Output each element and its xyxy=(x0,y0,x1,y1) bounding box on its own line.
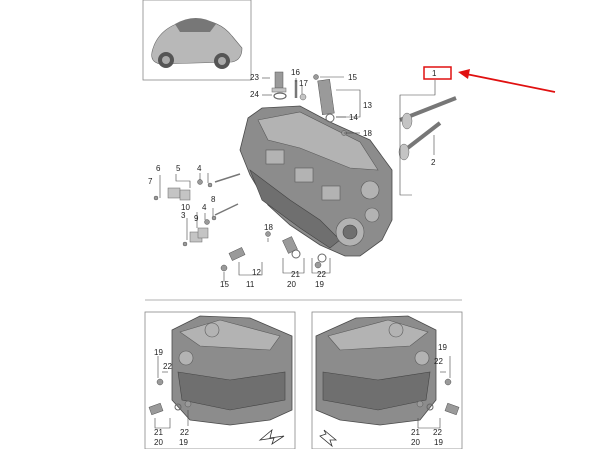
inset-right-callout-22b: 22 xyxy=(433,428,442,437)
callout-13: 13 xyxy=(363,101,372,110)
callout-10: 10 xyxy=(181,203,190,212)
callout-11: 11 xyxy=(246,280,255,289)
sensor-part-12 xyxy=(228,247,246,261)
leader-lines xyxy=(159,76,361,282)
callout-18-top: 18 xyxy=(363,129,372,138)
callout-3: 3 xyxy=(181,211,186,220)
bolt-part-15-top xyxy=(313,74,319,80)
inset-right-callout-21: 21 xyxy=(411,428,420,437)
callout-20: 20 xyxy=(287,280,296,289)
callout-17: 17 xyxy=(299,79,308,88)
plug-part-19 xyxy=(314,261,322,269)
callout-9: 9 xyxy=(194,214,199,223)
callout-24: 24 xyxy=(250,90,259,99)
valve-part-1 xyxy=(399,96,457,130)
pointer-arrow xyxy=(458,69,556,93)
ring-part-22 xyxy=(317,253,327,263)
sensor-part-20 xyxy=(282,236,298,254)
inset-left-callout-19b: 19 xyxy=(179,438,188,447)
inset-right-callout-19: 19 xyxy=(438,343,447,352)
inset-left-callout-20: 20 xyxy=(154,438,163,447)
callout-5: 5 xyxy=(176,164,181,173)
callout-15-bottom: 15 xyxy=(220,280,229,289)
callout-12: 12 xyxy=(252,268,261,277)
ring-part-14 xyxy=(325,113,335,123)
inset-left-callout-21: 21 xyxy=(154,428,163,437)
inset-left-callout-22b: 22 xyxy=(180,428,189,437)
callout-4-lower: 4 xyxy=(202,203,207,212)
callout-15-top: 15 xyxy=(348,73,357,82)
inset-left xyxy=(144,311,296,449)
left-parts xyxy=(153,173,241,247)
callout-8: 8 xyxy=(211,195,216,204)
callout-21: 21 xyxy=(291,270,300,279)
vehicle-thumbnail xyxy=(142,0,252,81)
callout-14: 14 xyxy=(349,113,358,122)
callout-22: 22 xyxy=(317,270,326,279)
callout-4-upper: 4 xyxy=(197,164,202,173)
sensor-part-23 xyxy=(271,71,287,93)
inset-right-callout-19b: 19 xyxy=(434,438,443,447)
inset-left-callout-22: 22 xyxy=(163,362,172,371)
callout-2: 2 xyxy=(431,158,436,167)
washer-part-17 xyxy=(299,93,307,101)
inset-right xyxy=(311,311,463,449)
ring-part-21 xyxy=(291,249,301,259)
callout-6: 6 xyxy=(156,164,161,173)
callout-18-bottom: 18 xyxy=(264,223,273,232)
callout-23: 23 xyxy=(250,73,259,82)
tensioner-part-13 xyxy=(317,79,335,115)
callout-16: 16 xyxy=(291,68,300,77)
callout-7: 7 xyxy=(148,177,153,186)
seal-ring-24 xyxy=(273,92,287,100)
callout-19: 19 xyxy=(315,280,324,289)
valve-part-2 xyxy=(398,121,442,161)
cylinder-head-block xyxy=(239,105,393,257)
inset-right-callout-22: 22 xyxy=(434,357,443,366)
inset-right-callout-20: 20 xyxy=(411,438,420,447)
plug-part-18-bottom xyxy=(265,231,271,237)
bolt-part-15-bottom xyxy=(220,264,228,272)
inset-left-callout-19: 19 xyxy=(154,348,163,357)
highlight-box xyxy=(423,66,452,80)
callout-1: 1 xyxy=(432,69,437,78)
